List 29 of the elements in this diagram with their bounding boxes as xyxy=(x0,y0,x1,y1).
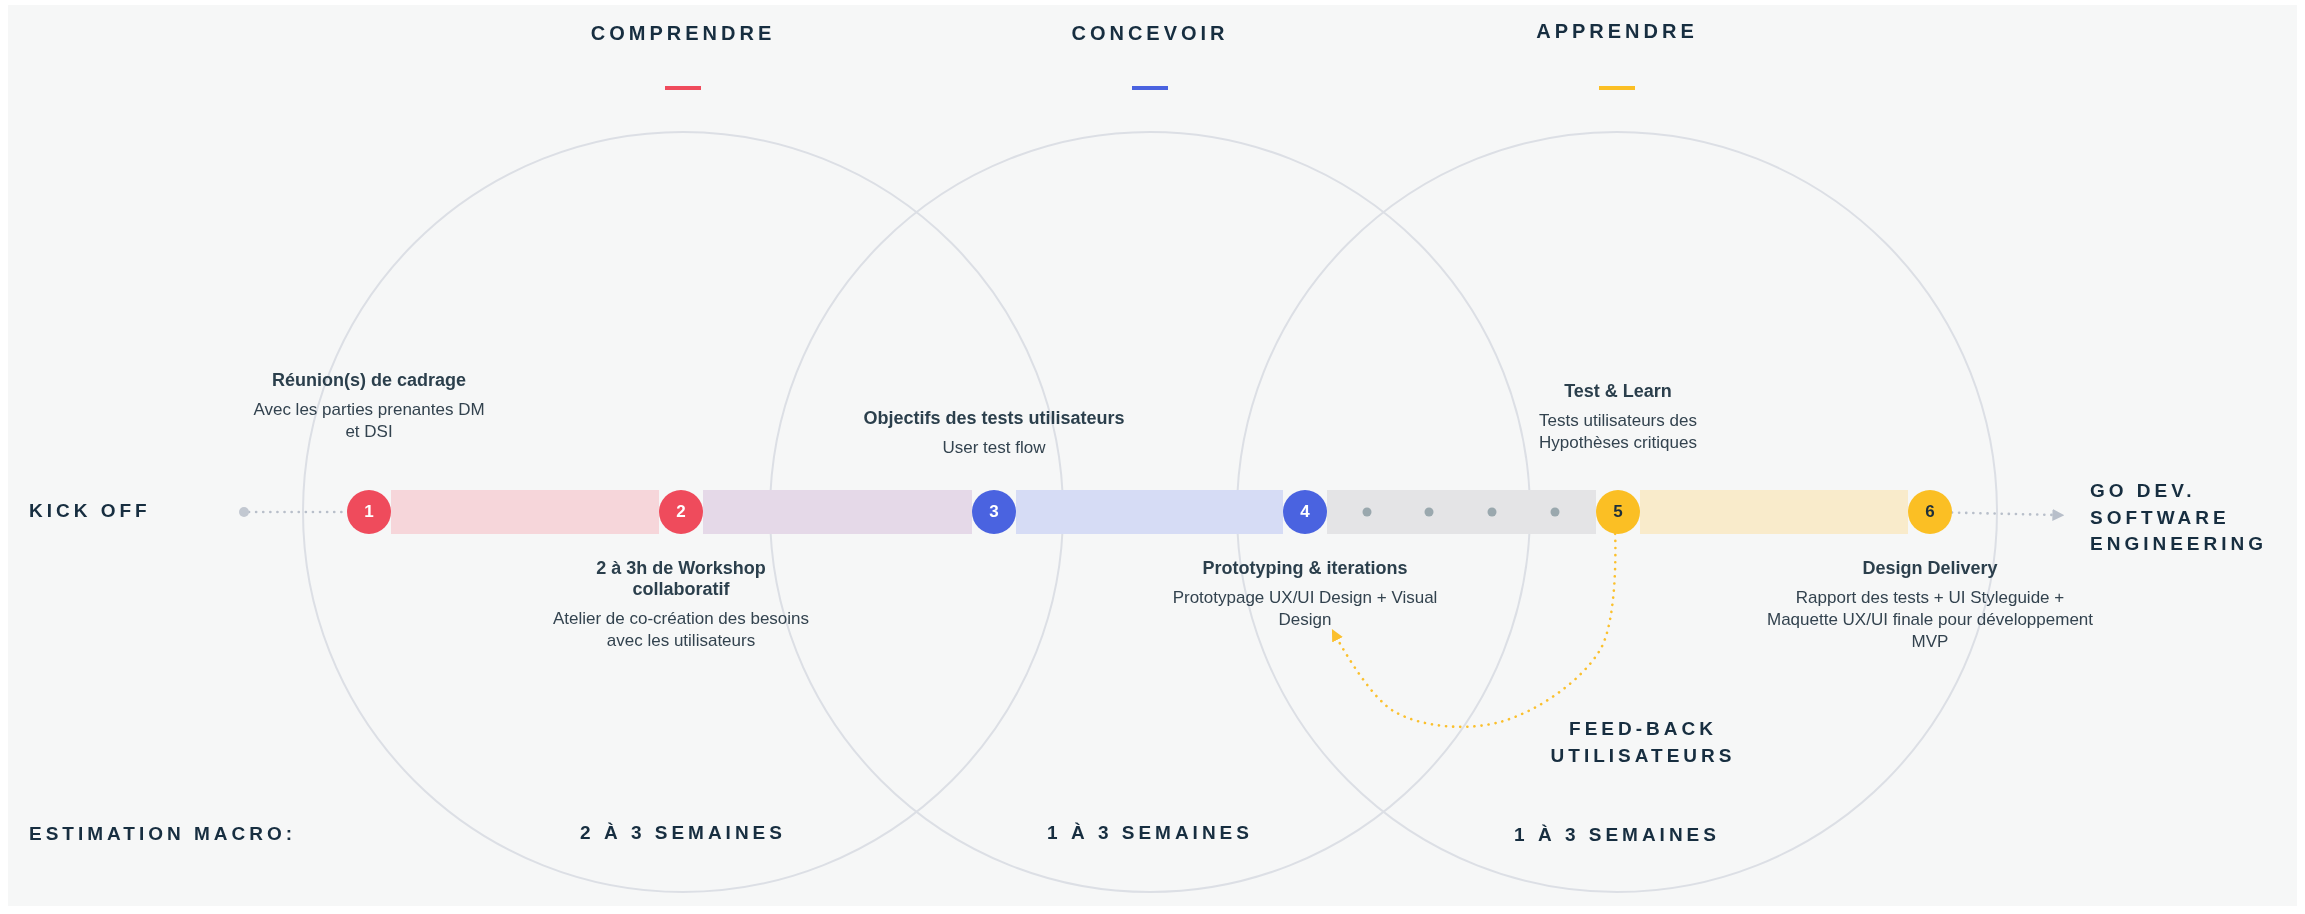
step-description: User test flow xyxy=(941,437,1047,459)
step-description: Prototypage UX/UI Design + Visual Design xyxy=(1171,587,1439,632)
step-title: Prototyping & iterations xyxy=(1201,558,1409,579)
step-title: Test & Learn xyxy=(1563,381,1673,402)
row-label: KICK OFF xyxy=(29,500,151,522)
step-description: Avec les parties prenantes DM et DSI xyxy=(252,399,486,444)
step-title: 2 à 3h de Workshop collaboratif xyxy=(595,558,767,600)
timeline-band xyxy=(703,490,972,534)
timeline-band xyxy=(1016,490,1283,534)
timeline-band xyxy=(1640,490,1908,534)
step-title: Objectifs des tests utilisateurs xyxy=(862,408,1126,429)
duration-estimate: 1 À 3 SEMAINES xyxy=(1514,824,1720,846)
step-title: Design Delivery xyxy=(1861,558,1999,579)
dotted-arrow xyxy=(1950,508,2065,521)
step-title: Réunion(s) de cadrage xyxy=(270,370,467,391)
phase-title: APPRENDRE xyxy=(1536,20,1698,43)
duration-estimate: 1 À 3 SEMAINES xyxy=(1047,822,1253,844)
phase-title: CONCEVOIR xyxy=(1071,22,1229,45)
timeline-band xyxy=(391,490,659,534)
row-label: ESTIMATION MACRO: xyxy=(29,823,297,845)
duration-estimate: 2 À 3 SEMAINES xyxy=(580,822,786,844)
step-description: Atelier de co-création des besoins avec les utilisateurs xyxy=(551,608,811,653)
step-description: Rapport des tests + UI Styleguide + Maquette UX/UI finale pour développement MVP xyxy=(1766,587,2094,654)
step-description: Tests utilisateurs des Hypothèses critiques xyxy=(1538,410,1698,455)
timeline-band xyxy=(1327,490,1596,534)
timeline-start-dot xyxy=(239,507,249,517)
milestone-label: GO DEV. SOFTWARE ENGINEERING xyxy=(2090,479,2269,557)
phase-title: COMPRENDRE xyxy=(590,22,776,45)
dotted-arrow xyxy=(1331,532,1617,729)
